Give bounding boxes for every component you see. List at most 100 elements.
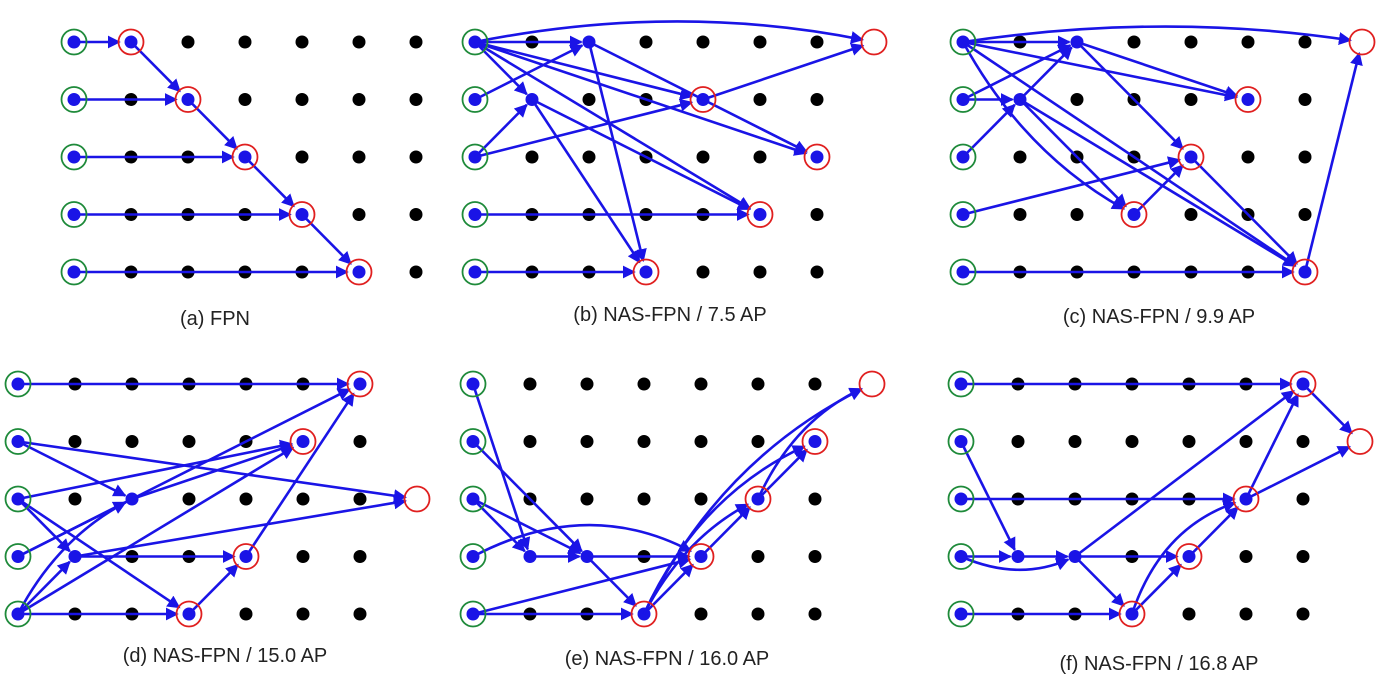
grid-node	[296, 492, 310, 506]
grid-node	[1182, 435, 1196, 448]
output-ring	[1291, 258, 1319, 286]
grid-node	[1298, 35, 1312, 49]
grid-node	[694, 492, 708, 506]
edge-arrow	[17, 440, 127, 497]
output-ring	[1177, 143, 1205, 171]
output-ring	[801, 428, 829, 455]
edge-arrow	[962, 40, 1297, 267]
grid-node	[1127, 35, 1141, 49]
output-ring	[231, 143, 259, 171]
grid-node	[352, 35, 366, 49]
panel-e	[459, 370, 886, 628]
output-ring	[403, 485, 431, 513]
edge-arrow	[472, 497, 582, 555]
grid-node	[1298, 208, 1312, 221]
edge-arrow	[1019, 46, 1073, 101]
grid-node	[696, 150, 710, 164]
edge-arrow	[586, 555, 637, 607]
grid-node	[125, 435, 139, 448]
input-ring	[459, 543, 487, 570]
grid-node	[1184, 93, 1198, 106]
grid-node	[523, 435, 537, 448]
edge-arrow	[1074, 389, 1295, 558]
edge-arrow	[642, 387, 863, 615]
input-ring	[4, 428, 32, 455]
edge-arrow	[474, 44, 584, 101]
input-ring	[459, 600, 487, 628]
grid-node	[1068, 435, 1082, 448]
edge-arrow	[187, 98, 238, 150]
grid-node	[1241, 35, 1255, 49]
input-ring	[60, 258, 88, 286]
input-ring	[461, 258, 489, 286]
edge-arrow	[1302, 383, 1353, 435]
grid-node	[808, 550, 822, 563]
edge-arrow	[474, 20, 864, 44]
caption-panel-a: (a) FPN	[180, 308, 250, 330]
grid-node	[694, 435, 708, 448]
grid-node	[353, 550, 367, 563]
edge-arrow	[959, 440, 1016, 551]
output-ring	[689, 86, 717, 113]
grid-node	[523, 377, 537, 391]
grid-node	[296, 550, 310, 563]
edge-arrow	[530, 98, 641, 264]
input-ring	[947, 428, 975, 455]
grid-node	[637, 492, 651, 506]
grid-node	[352, 208, 366, 221]
grid-node	[352, 150, 366, 164]
grid-node	[1296, 550, 1310, 563]
output-ring	[858, 370, 886, 398]
grid-node	[1125, 435, 1139, 448]
grid-node	[353, 607, 367, 621]
grid-node	[580, 435, 594, 448]
output-ring	[232, 543, 260, 570]
grid-node	[239, 607, 253, 621]
input-ring	[461, 143, 489, 171]
edge-arrow	[244, 156, 295, 208]
edge-arrow	[962, 103, 1016, 158]
grid-node	[751, 435, 765, 448]
edge-arrow	[1076, 41, 1184, 150]
grid-node	[409, 150, 423, 164]
edge-arrow	[17, 439, 294, 501]
edge-arrow	[757, 448, 808, 500]
input-ring	[4, 600, 32, 628]
edge-arrow	[962, 25, 1352, 45]
edge-arrow	[17, 446, 295, 616]
output-ring	[175, 600, 203, 628]
grid-node	[1241, 150, 1255, 164]
edge-arrow	[1188, 506, 1239, 558]
input-ring	[949, 201, 977, 228]
grid-node	[1070, 93, 1084, 106]
edge-arrow	[17, 440, 407, 503]
grid-node	[1070, 208, 1084, 221]
grid-node	[352, 93, 366, 106]
grid-node	[1296, 435, 1310, 448]
edge-arrow	[1190, 156, 1298, 265]
caption-panel-d: (d) NAS-FPN / 15.0 AP	[122, 645, 328, 667]
grid-node	[1013, 208, 1027, 221]
grid-node	[808, 377, 822, 391]
input-ring	[947, 370, 975, 398]
edge-arrow	[643, 563, 694, 615]
grid-node	[1239, 550, 1253, 563]
edge-arrow	[702, 43, 865, 101]
grid-node	[696, 265, 710, 279]
caption-panel-b: (b) NAS-FPN / 7.5 AP	[573, 304, 767, 326]
feature-node	[353, 377, 367, 391]
edge-arrow	[188, 563, 239, 615]
feature-node	[352, 265, 366, 279]
output-ring	[1346, 428, 1374, 455]
panel-b	[461, 20, 888, 286]
panel-f	[947, 370, 1374, 628]
grid-node	[409, 265, 423, 279]
output-ring	[1348, 28, 1376, 56]
grid-node	[810, 208, 824, 221]
edge-arrow	[471, 383, 531, 551]
grid-node	[580, 492, 594, 506]
grid-node	[296, 607, 310, 621]
edge-arrow	[474, 40, 752, 210]
edge-arrow	[472, 523, 692, 558]
